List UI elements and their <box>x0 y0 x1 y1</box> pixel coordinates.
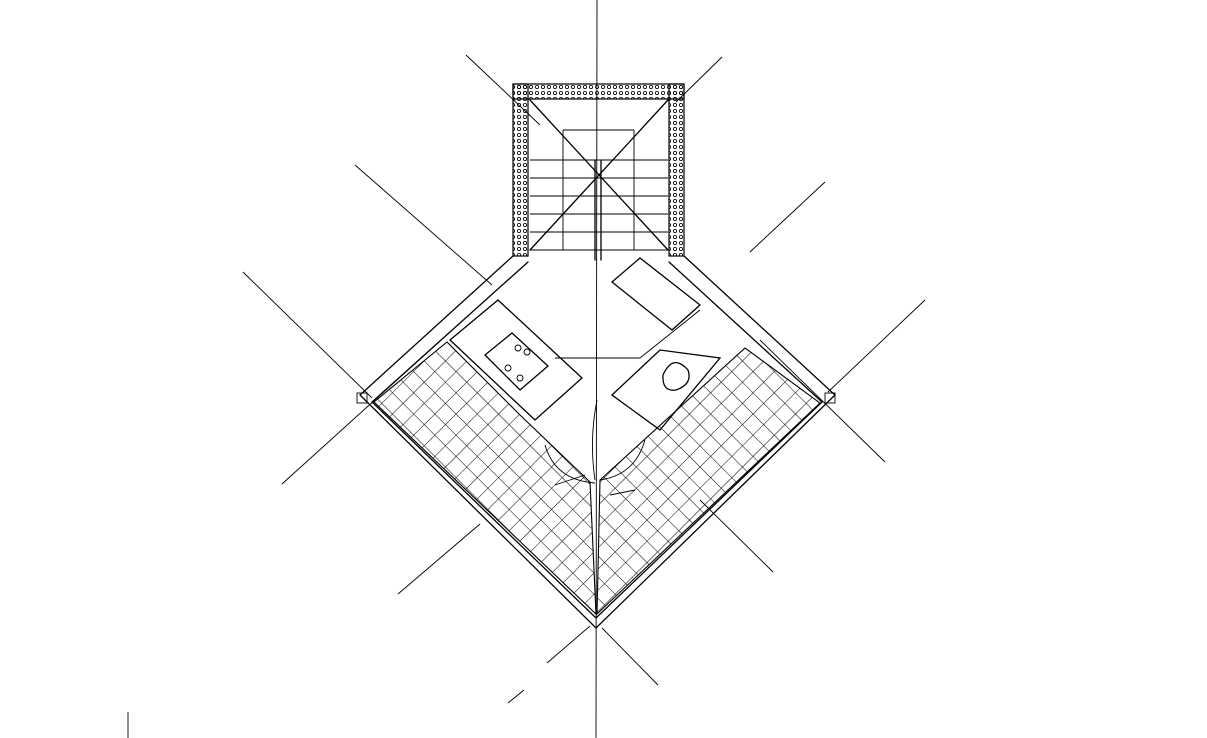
vertical-axis-line <box>595 0 598 738</box>
fixtures <box>449 257 722 496</box>
door-swing-left <box>544 444 596 486</box>
tiled-floor-right <box>596 347 821 616</box>
tiled-floor-left <box>373 341 597 616</box>
diagonal-line <box>749 181 826 253</box>
diagonal-line <box>354 164 493 286</box>
diamond-walls <box>356 255 836 629</box>
diagonal-line <box>242 271 373 399</box>
diagonal-line <box>759 339 886 463</box>
tower-wall-right <box>668 83 685 257</box>
diagonal-line <box>699 499 774 573</box>
sink <box>484 332 549 391</box>
stair-tower <box>512 83 685 261</box>
door-swing-right <box>599 439 646 496</box>
toilet-bowl <box>662 362 690 391</box>
diagonal-line <box>601 627 659 686</box>
diagonal-line <box>827 299 926 393</box>
vanity-counter <box>449 299 583 421</box>
construction-lines <box>127 0 926 738</box>
diagonal-line <box>397 523 481 595</box>
toilet-cistern <box>610 257 702 331</box>
tower-wall-top <box>512 83 685 100</box>
diagonal-line <box>546 625 591 664</box>
tower-wall-left <box>512 83 529 257</box>
diagonal-line <box>507 689 525 704</box>
stair-treads <box>530 129 668 261</box>
toilet-area <box>610 349 722 431</box>
